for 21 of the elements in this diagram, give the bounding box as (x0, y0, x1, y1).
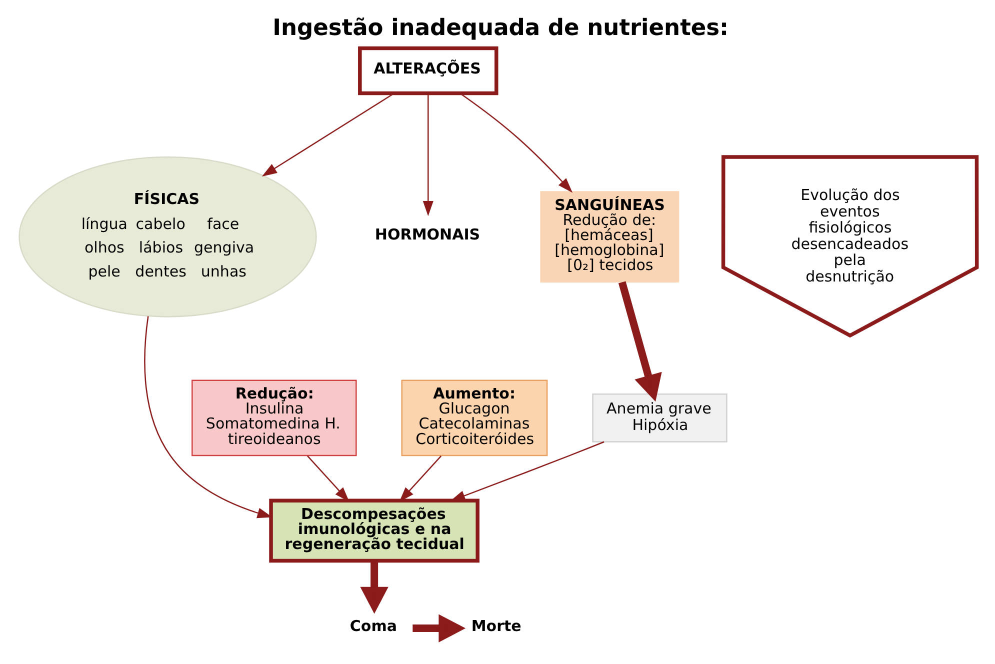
arrow (360, 560, 388, 614)
arrow (450, 441, 604, 502)
node-text: HORMONAIS (374, 225, 480, 244)
arrow (261, 92, 394, 176)
node-box: Aumento: Glucagon Catecolaminas Corticoiteróides (400, 380, 548, 456)
arrow (422, 93, 433, 216)
node-box: Redução: Insulina Somatomedina H. tireoideanos (191, 380, 356, 456)
arrow (144, 316, 272, 518)
node-box: Anemia grave Hipóxia (592, 394, 727, 442)
diagram-title: Ingestão inadequada de nutrientes: (272, 14, 728, 41)
node-text: Morte (470, 616, 521, 635)
arrow (306, 455, 349, 502)
arrow (459, 92, 572, 193)
node-box: Descompesações imunológicas e na regeneração tecidual (268, 498, 479, 563)
node-ellipse: FÍSICAS língua cabelo face olhos lábios gengiva pele dentes unhas (18, 156, 316, 318)
arrow (412, 614, 466, 642)
node-box: SANGUÍNEAS Redução de: [hemáceas] [hemoglobina] [0₂] tecidos (540, 191, 679, 283)
node-box: ALTERAÇÕES (358, 46, 498, 96)
arrow (398, 455, 442, 502)
arrow (618, 281, 662, 402)
node-text: Coma (349, 616, 397, 635)
